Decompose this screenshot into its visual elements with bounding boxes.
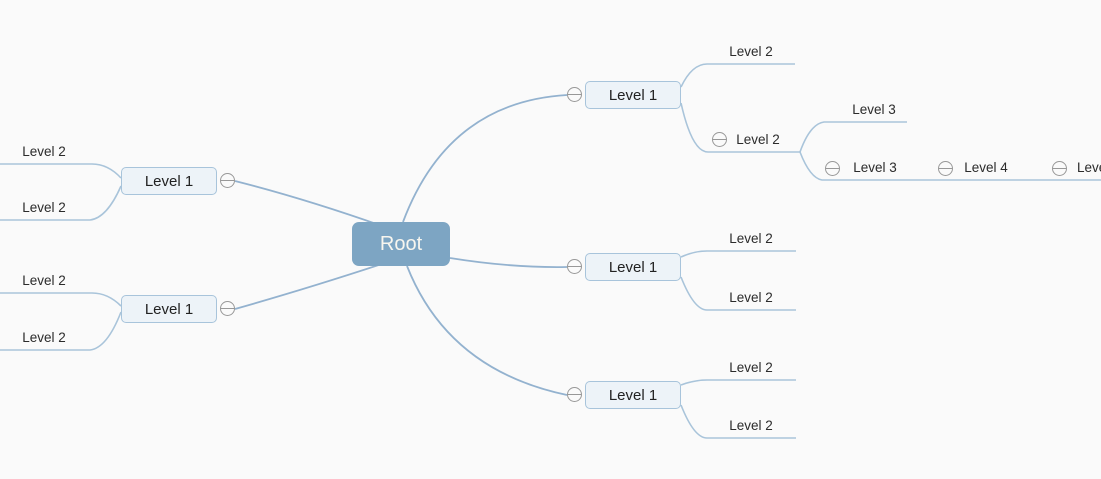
connector-lb-level2-top: [0, 292, 122, 307]
connector-rb-level2-top: [680, 379, 796, 386]
collapse-icon-left-top-level1[interactable]: [220, 173, 235, 188]
connector-rm-level2-top: [680, 250, 796, 258]
collapse-icon-right-bottom-level1[interactable]: [567, 387, 582, 402]
connector-rm-level2-bottom: [680, 276, 796, 311]
connector-lt-level2-top: [0, 163, 122, 179]
collapse-icon-left-bottom-level1[interactable]: [220, 301, 235, 316]
node-level2-lb-top[interactable]: Level 2: [22, 273, 66, 288]
node-level2-rm-bottom[interactable]: Level 2: [729, 290, 773, 305]
connector-level3-top: [799, 121, 907, 153]
collapse-icon-level3[interactable]: [825, 161, 840, 176]
collapse-icon-right-mid-level1[interactable]: [567, 259, 582, 274]
node-level2-rt-bottom[interactable]: Level 2: [736, 132, 780, 147]
connector-rt-level2-bottom: [680, 102, 800, 153]
node-level1-left-top[interactable]: Level 1: [121, 167, 217, 195]
node-level2-rb-top[interactable]: Level 2: [729, 360, 773, 375]
node-level2-lb-bottom[interactable]: Level 2: [22, 330, 66, 345]
connector-root-to-left-bottom: [234, 262, 386, 310]
node-level1-right-top[interactable]: Level 1: [585, 81, 681, 109]
connector-level3-chain: [799, 151, 1101, 181]
node-level3-top[interactable]: Level 3: [852, 102, 896, 117]
connector-lb-level2-bottom: [0, 311, 122, 351]
connector-root-to-right-bottom: [406, 265, 568, 396]
node-level3-bottom[interactable]: Level 3: [853, 160, 897, 175]
connector-root-to-left-top: [234, 180, 386, 228]
node-level2-lt-top[interactable]: Level 2: [22, 144, 66, 159]
connector-rb-level2-bottom: [680, 404, 796, 439]
collapse-icon-right-top-level1[interactable]: [567, 87, 582, 102]
collapse-icon-level2[interactable]: [712, 132, 727, 147]
collapse-icon-level5[interactable]: [1052, 161, 1067, 176]
connector-root-to-right-top: [402, 94, 568, 223]
node-level4[interactable]: Level 4: [964, 160, 1008, 175]
connector-lt-level2-bottom: [0, 185, 122, 221]
connector-root-to-right-mid: [449, 257, 568, 268]
node-level2-rt-top[interactable]: Level 2: [729, 44, 773, 59]
node-root[interactable]: Root: [352, 222, 450, 266]
node-level2-rm-top[interactable]: Level 2: [729, 231, 773, 246]
node-level1-right-mid[interactable]: Level 1: [585, 253, 681, 281]
connector-rt-level2-top: [680, 63, 795, 88]
node-level5[interactable]: Level 5: [1077, 160, 1101, 175]
node-level1-right-bottom[interactable]: Level 1: [585, 381, 681, 409]
node-level2-lt-bottom[interactable]: Level 2: [22, 200, 66, 215]
collapse-icon-level4[interactable]: [938, 161, 953, 176]
node-level1-left-bottom[interactable]: Level 1: [121, 295, 217, 323]
node-level2-rb-bottom[interactable]: Level 2: [729, 418, 773, 433]
